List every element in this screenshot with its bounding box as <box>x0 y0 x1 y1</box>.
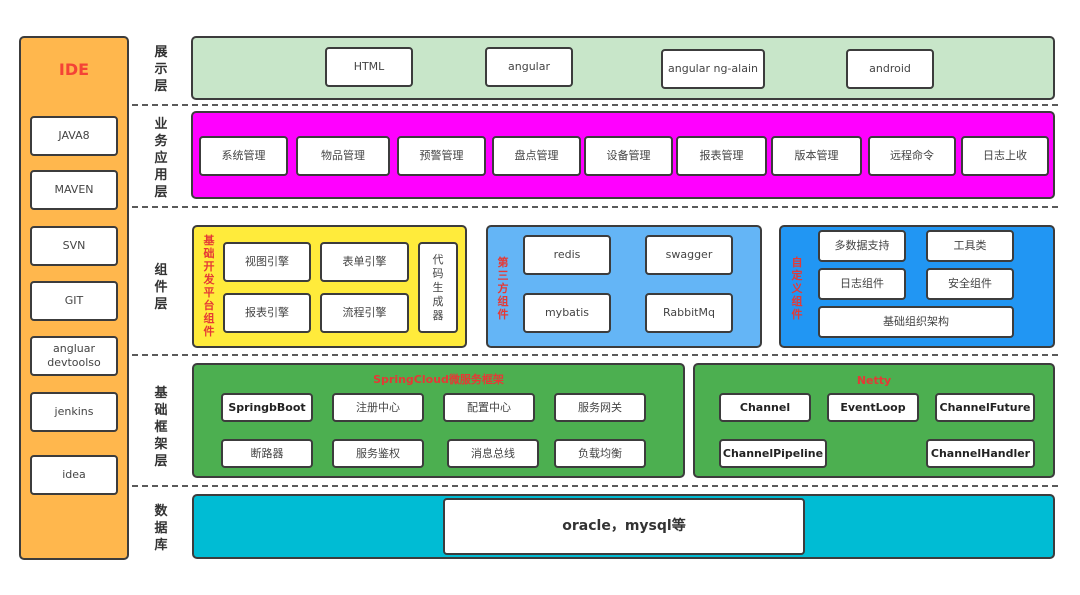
business-item: 版本管理 <box>771 136 862 176</box>
database-item: oracle，mysql等 <box>443 498 805 555</box>
springcloud-item: 服务鉴权 <box>332 439 424 468</box>
netty-item: ChannelFuture <box>935 393 1035 422</box>
springcloud-title: SpringCloud微服务框架 <box>373 373 504 386</box>
business-item: 预警管理 <box>397 136 486 176</box>
springcloud-item: 断路器 <box>221 439 313 468</box>
layer-divider <box>132 485 1058 487</box>
custom-item: 安全组件 <box>926 268 1014 300</box>
ide-item-svn: SVN <box>30 226 118 266</box>
springcloud-item: 配置中心 <box>443 393 535 422</box>
business-item: 系统管理 <box>199 136 288 176</box>
custom-item: 基础组织架构 <box>818 306 1014 338</box>
business-item: 报表管理 <box>676 136 767 176</box>
layer-label-database: 数据库 <box>154 504 168 553</box>
netty-item: ChannelHandler <box>926 439 1035 468</box>
layer-divider <box>132 206 1058 208</box>
base-platform-item: 视图引擎 <box>223 242 311 282</box>
springcloud-item: 消息总线 <box>447 439 539 468</box>
ide-item-angular-devtools: angluar devtoolso <box>30 336 118 376</box>
custom-components-title: 自定义组件 <box>791 256 803 321</box>
ide-item-maven: MAVEN <box>30 170 118 210</box>
netty-item: Channel <box>719 393 811 422</box>
layer-label-presentation: 展示层 <box>154 45 168 94</box>
business-item: 物品管理 <box>296 136 390 176</box>
springcloud-item: 负载均衡 <box>554 439 646 468</box>
presentation-item-angular: angular <box>485 47 573 87</box>
springcloud-item: 服务网关 <box>554 393 646 422</box>
netty-title: Netty <box>856 374 892 387</box>
code-generator: 代码生成器 <box>418 242 458 333</box>
presentation-item-html: HTML <box>325 47 413 87</box>
netty-item: EventLoop <box>827 393 919 422</box>
ide-item-git: GIT <box>30 281 118 321</box>
ide-item-idea: idea <box>30 455 118 495</box>
springcloud-item: 注册中心 <box>332 393 424 422</box>
third-party-item-rabbitmq: RabbitMq <box>645 293 733 333</box>
springcloud-item: SpringbBoot <box>221 393 313 422</box>
business-item: 设备管理 <box>584 136 673 176</box>
netty-item: ChannelPipeline <box>719 439 827 468</box>
custom-item: 日志组件 <box>818 268 906 300</box>
base-platform-item: 表单引擎 <box>320 242 409 282</box>
business-item: 盘点管理 <box>492 136 581 176</box>
presentation-item-ng-alain: angular ng-alain <box>661 49 765 89</box>
business-item: 日志上收 <box>961 136 1049 176</box>
layer-label-framework: 基础框架层 <box>154 386 168 469</box>
third-party-title: 第三方组件 <box>497 256 509 321</box>
base-platform-title: 基础开发平台组件 <box>203 234 215 338</box>
code-generator-label: 代码生成器 <box>432 252 444 322</box>
third-party-item-mybatis: mybatis <box>523 293 611 333</box>
custom-item: 多数据支持 <box>818 230 906 262</box>
third-party-item-redis: redis <box>523 235 611 275</box>
third-party-item-swagger: swagger <box>645 235 733 275</box>
layer-label-business: 业务应用层 <box>154 117 168 200</box>
layer-divider <box>132 104 1058 106</box>
base-platform-item: 报表引擎 <box>223 293 311 333</box>
ide-item-java8: JAVA8 <box>30 116 118 156</box>
layer-divider <box>132 354 1058 356</box>
ide-title: IDE <box>58 60 90 79</box>
base-platform-item: 流程引擎 <box>320 293 409 333</box>
layer-label-components: 组件层 <box>154 263 168 312</box>
business-item: 远程命令 <box>868 136 956 176</box>
presentation-item-android: android <box>846 49 934 89</box>
custom-item: 工具类 <box>926 230 1014 262</box>
ide-item-jenkins: jenkins <box>30 392 118 432</box>
